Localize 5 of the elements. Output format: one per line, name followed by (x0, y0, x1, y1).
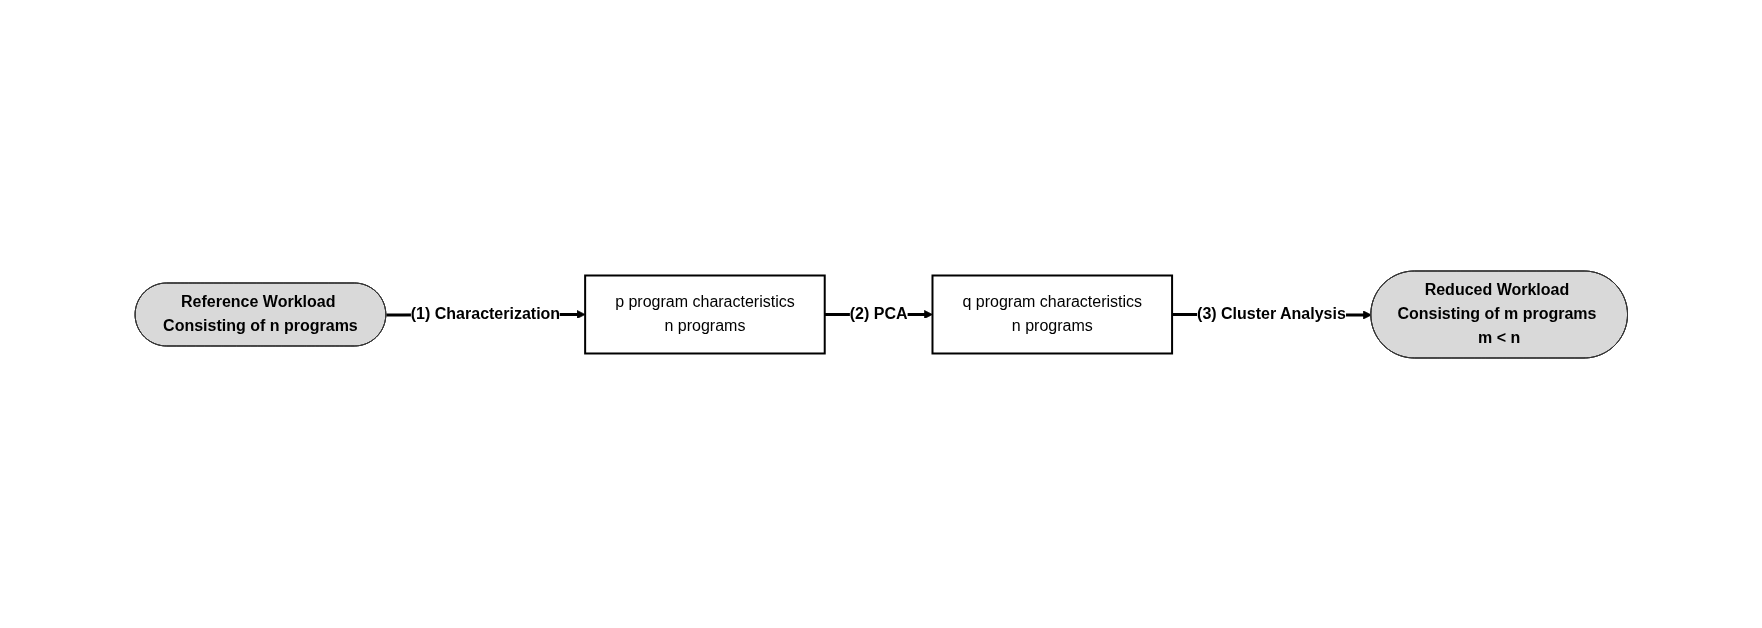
node-box: p program characteristics n programs (583, 274, 826, 354)
node-box: q program characteristics n programs (931, 274, 1173, 354)
edge-label: (2) PCA (849, 304, 908, 322)
edge-label: (3) Cluster Analysis (1196, 304, 1346, 322)
edge-label: (1) Characterization (410, 304, 560, 322)
